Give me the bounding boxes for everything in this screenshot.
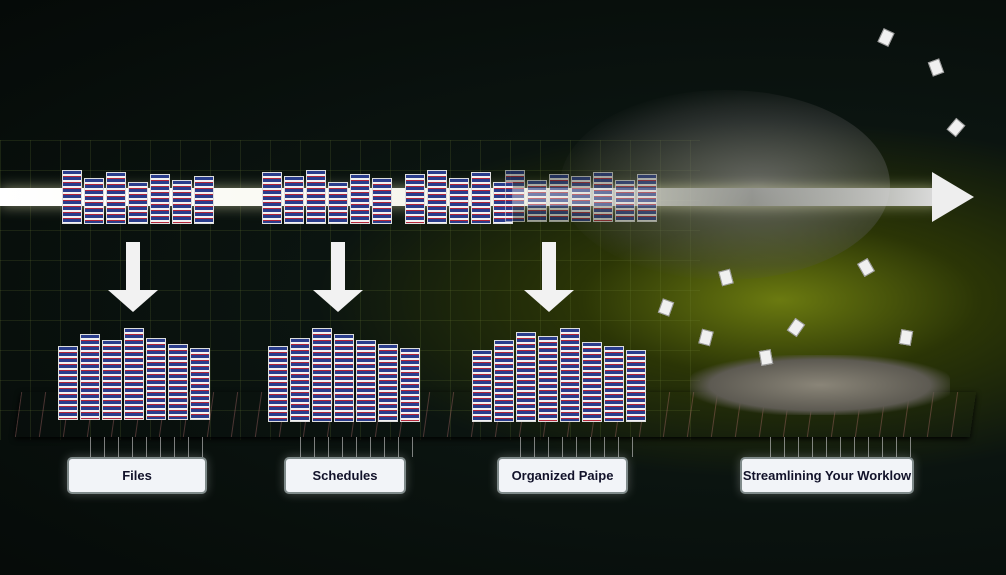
label-organized: Organized Paipe [497,457,628,494]
files-stack [58,328,210,420]
arrow-head-icon [932,172,974,222]
flying-paper [698,328,714,347]
arrow-stack-4 [505,170,657,222]
arrow-stack-3 [405,170,513,224]
flying-paper [927,58,945,77]
flying-paper [758,349,774,366]
connector-lines [520,437,640,457]
flying-paper [857,258,875,277]
schedules-stack [268,328,420,422]
shredded-paper-pile [690,355,950,415]
flying-paper [786,317,806,338]
arrow-stack-1 [62,170,214,224]
connector-lines [300,437,420,457]
down-arrow-icon [108,242,158,312]
label-files: Files [67,457,207,494]
down-arrow-icon [524,242,574,312]
down-arrow-icon [313,242,363,312]
connector-lines [90,437,210,457]
flying-paper [898,329,914,346]
label-schedules: Schedules [284,457,406,494]
flying-paper [877,28,895,47]
label-streamlining: Streamlining Your Worklow [740,457,914,494]
organized-stack [472,328,646,422]
arrow-stack-2 [262,170,392,224]
connector-lines [770,437,920,457]
flying-paper [946,117,966,138]
process-arrow [0,188,940,206]
